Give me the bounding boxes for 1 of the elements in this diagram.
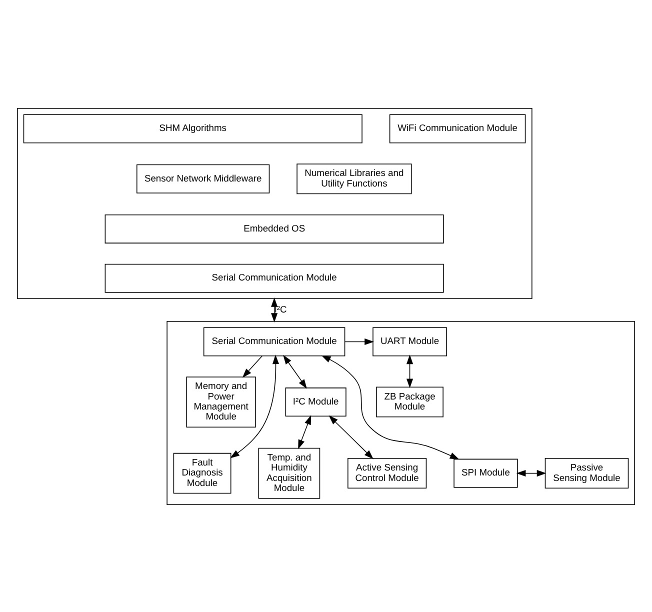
edge-label: I²C <box>274 302 287 314</box>
